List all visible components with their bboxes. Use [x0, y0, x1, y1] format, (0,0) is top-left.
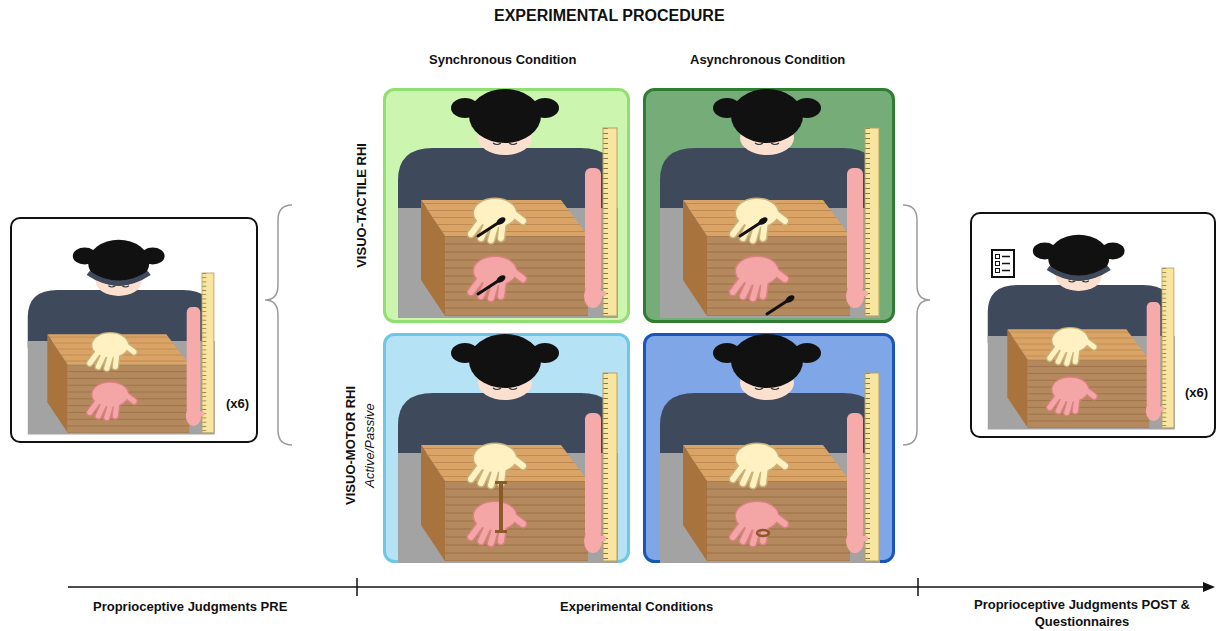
procedure-panel: (x6)	[10, 217, 258, 443]
phase-label: Proprioceptive Judgments POST & Question…	[957, 597, 1207, 631]
repeat-count: (x6)	[1185, 385, 1208, 402]
phase-label: Experimental Conditions	[560, 599, 713, 616]
row-heading: VISUO-TACTILE RHI	[354, 143, 371, 268]
column-heading: Asynchronous Condition	[690, 52, 845, 69]
row-heading: VISUO-MOTOR RHI	[343, 386, 360, 505]
column-heading: Synchronous Condition	[429, 52, 576, 69]
row-subheading: Active/Passive	[362, 403, 379, 488]
phase-label: Proprioceptive Judgments PRE	[93, 599, 287, 616]
procedure-panel: (x6)	[970, 212, 1216, 438]
repeat-count: (x6)	[226, 396, 249, 413]
diagram-title: EXPERIMENTAL PROCEDURE	[494, 6, 725, 27]
